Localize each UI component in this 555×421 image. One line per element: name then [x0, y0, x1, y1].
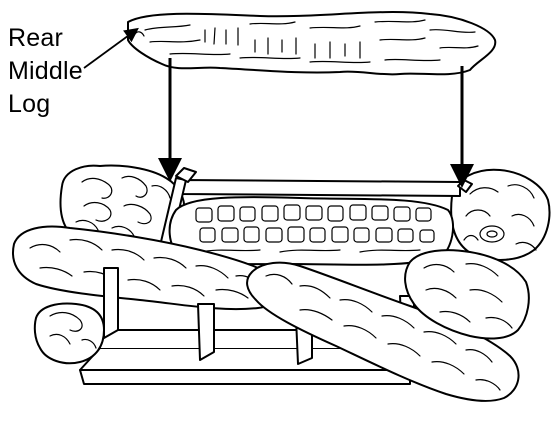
callout-leader: [84, 30, 136, 68]
rear-middle-log: [128, 12, 495, 74]
front-left-small-log: [35, 304, 104, 364]
placement-arrows: [170, 58, 462, 182]
